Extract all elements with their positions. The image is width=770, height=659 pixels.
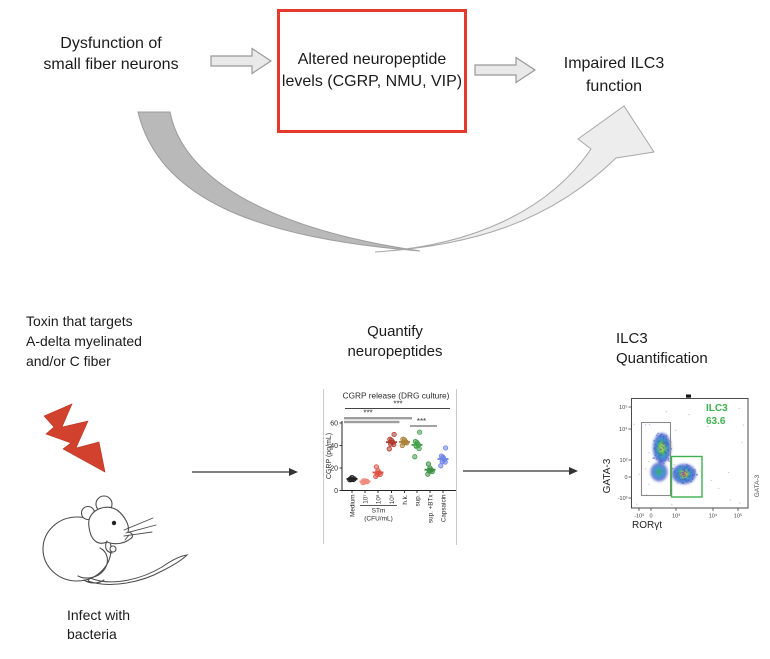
y-axis-label: GATA-3: [602, 458, 613, 493]
node-neuropeptide-label: Altered neuropeptide levels (CGRP, NMU, …: [281, 51, 463, 90]
block-arrow-1-icon: [210, 47, 273, 75]
ILC3-gate: [670, 455, 703, 498]
significance-stars: ***: [417, 417, 426, 426]
y-tick-label: 10⁵: [619, 404, 627, 411]
y-tick-label: 20: [330, 465, 338, 472]
workflow-arrow-2: [463, 467, 578, 475]
mouse-illustration: [42, 495, 189, 585]
x-tick-label: 10⁴: [709, 513, 718, 520]
y-tick-label: 60: [330, 420, 338, 427]
data-point: [391, 431, 397, 438]
x-tick-label: 0: [649, 514, 652, 520]
x-axis-label: RORγt: [632, 520, 662, 531]
chart-title: CGRP release (DRG culture): [343, 391, 450, 401]
GATA3-gate: [640, 421, 672, 497]
significance-stars: ***: [363, 409, 372, 418]
data-point: [412, 454, 418, 460]
workflow-arrow-1: [192, 468, 298, 476]
significance-band: [344, 420, 400, 424]
x-tick-label: Medium: [349, 495, 356, 517]
block-arrow-2-icon: [474, 56, 537, 84]
y-tick-label: -10³: [618, 496, 628, 502]
y-tick-label: 10³: [620, 458, 628, 464]
x-tick-label: 10⁵: [734, 513, 742, 520]
density-scatter: [633, 407, 745, 506]
data-point: [438, 463, 444, 469]
significance-stars: ***: [393, 400, 402, 409]
data-point: [373, 464, 379, 470]
gate-percent: 63.6: [706, 416, 726, 427]
x-tick-label: 10⁷: [362, 494, 369, 504]
quantify-title: Quantify neuropeptides: [347, 323, 443, 360]
data-point: [442, 445, 449, 451]
cropped-side-label: GATA-3: [754, 474, 761, 497]
y-tick-label: 0: [624, 475, 627, 481]
group-label: (CFU/mL): [364, 516, 393, 523]
curved-arrow-left: [137, 111, 421, 252]
y-tick-label: 0: [334, 488, 338, 495]
x-tick-label: Capsaicin: [440, 494, 447, 522]
group-label: STm: [372, 508, 386, 515]
y-tick-label: 40: [330, 443, 338, 450]
highlight-red-box: Altered neuropeptide levels (CGRP, NMU, …: [277, 9, 467, 133]
curved-arrow-right: [374, 105, 655, 253]
plot-frame: [631, 398, 749, 509]
x-tick-label: 10⁸: [375, 494, 382, 504]
node-ilc3-function-label: Impaired ILC3 function: [563, 55, 665, 95]
node-dysfunction-label: Dysfunction of small fiber neurons: [43, 35, 179, 73]
toxin-step-label: Toxin that targets A-delta myelinated an…: [26, 313, 142, 369]
x-tick-label: h.k.: [402, 494, 409, 504]
significance-band: [344, 417, 412, 420]
y-tick-label: 10⁴: [619, 426, 628, 433]
data-point: [416, 429, 423, 435]
x-tick-label: 10⁹: [389, 494, 396, 504]
gate-label: ILC3: [706, 403, 728, 414]
x-tick-label: -10³: [634, 514, 644, 520]
population-blob: [656, 468, 662, 476]
y-axis-label: CGRP (pg/mL): [326, 433, 333, 479]
lightning-bolt-icon: [43, 403, 106, 473]
x-tick-label: 10³: [672, 514, 680, 520]
ilc3-quantification-title: ILC3 Quantification: [616, 330, 708, 367]
x-tick-label: sup. +BTx: [427, 494, 434, 523]
flow-cytometry-plot: ILC3 63.6 10⁵ 10⁴ 10³ 0 -10³ -10³ 0 10³ 10⁴ 10⁵ RORγ…: [602, 394, 761, 531]
data-point: [425, 461, 431, 467]
data-point: [386, 446, 392, 452]
cropped-top-mark: [686, 394, 691, 398]
infect-caption: Infect with bacteria: [67, 607, 131, 642]
x-tick-label: sup.: [414, 494, 421, 506]
